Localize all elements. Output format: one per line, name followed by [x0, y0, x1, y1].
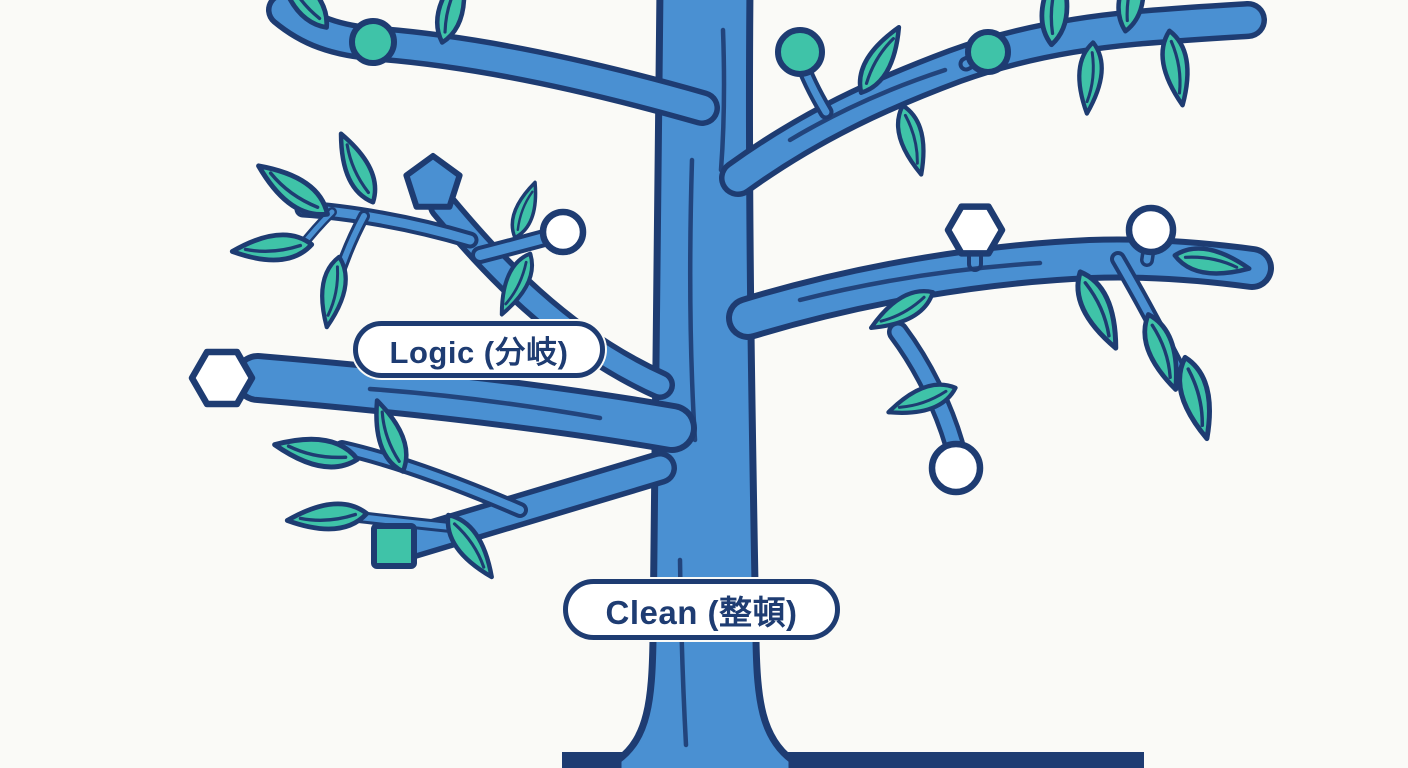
- leaf: [272, 432, 359, 472]
- leaf: [330, 129, 383, 207]
- hexagon-node-left: [188, 348, 256, 408]
- leaf: [231, 232, 313, 264]
- branch-left: [258, 378, 672, 428]
- square-node: [371, 523, 417, 569]
- leaf: [316, 255, 350, 329]
- berry-node-top-left: [349, 18, 397, 66]
- label-clean: Clean (整頓): [563, 579, 840, 640]
- circle-node-lower-right: [928, 440, 984, 496]
- berry-node-top-right-2: [965, 29, 1011, 75]
- label-logic: Logic (分岐): [353, 321, 605, 378]
- branch-right: [748, 240, 1252, 444]
- nodes: [188, 18, 1177, 569]
- label-logic-text: Logic (分岐): [389, 335, 569, 370]
- circle-node-left: [539, 208, 587, 256]
- label-clean-text: Clean (整頓): [605, 593, 798, 631]
- hexagon-node-right: [944, 203, 1006, 257]
- leaf: [1173, 354, 1220, 442]
- pentagon-node: [403, 153, 463, 210]
- berry-node-top-right-1: [775, 27, 825, 77]
- circle-node-right: [1125, 204, 1177, 256]
- leaf: [286, 501, 368, 533]
- branch-top-left: [284, 10, 702, 108]
- leaf: [251, 155, 335, 224]
- leaf: [892, 103, 932, 178]
